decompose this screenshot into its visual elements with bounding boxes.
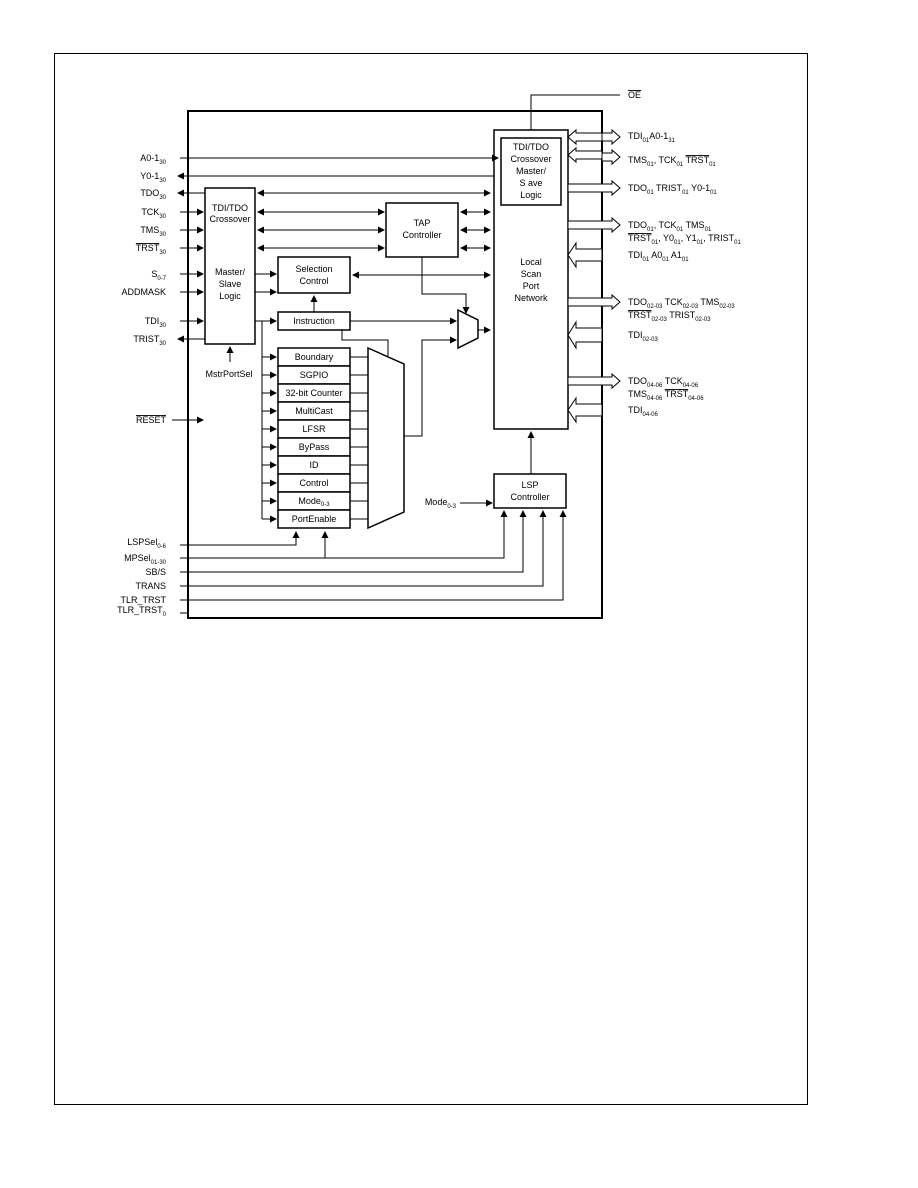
label-right-7: TDI02-03 [628,330,659,343]
page-frame [54,53,808,1105]
instruction-label: Instruction [293,316,335,326]
instruction-register-block: Instruction [277,311,351,331]
label-trist: TRIST30 [133,334,166,347]
label-lspsel: LSPSel0-6 [127,537,166,550]
crossover-right-line-1: TDI/TDO [513,142,549,152]
register-sgpio: SGPIO [300,370,329,380]
register-stack: Boundary SGPIO 32-bit Counter MultiCast … [277,347,351,529]
label-y0-1: Y0-130 [140,171,166,184]
label-right-9: TDI04-06 [628,405,659,418]
tap-controller-block: TAP Controller [385,202,459,258]
register-bypass: ByPass [299,442,330,452]
label-reset: RESET [136,415,167,425]
tdo-select-mux [457,308,479,350]
label-tlr-trst0: TLR_TRST0 [117,605,167,618]
register-boundary: Boundary [295,352,334,362]
crossover-right-line-4: S ave [519,178,542,188]
wiring [172,94,620,614]
left-signal-labels: A0-130 Y0-130 TDO30 TCK30 TMS30 TRST30 S… [117,153,457,618]
label-s0-7: S0-7 [151,269,166,282]
register-portenable: PortEnable [292,514,337,524]
crossover-left-line-1: TDI/TDO [212,203,248,213]
register-id: ID [310,460,320,470]
crossover-master-slave-left-block: TDI/TDO Crossover Master/ Slave Logic [204,187,256,345]
lsp-controller-block: LSP Controller [493,473,567,509]
label-right-4a: TDO01, TCK01 TMS01 [628,220,712,233]
right-signal-labels: OE TDI01A0-131 TMS01, TCK01 TRST01 TDO01… [628,90,741,418]
crossover-right-line-3: Master/ [516,166,547,176]
tap-line-1: TAP [414,218,431,228]
lsp-ctrl-line-2: Controller [510,492,549,502]
label-tck: TCK30 [141,207,166,220]
register-32bit-counter: 32-bit Counter [285,388,342,398]
register-lfsr: LFSR [302,424,326,434]
label-mstrportsel: MstrPortSel [205,369,252,379]
crossover-master-slave-right-block: TDI/TDO Crossover Master/ S ave Logic [500,137,562,206]
label-trst: TRST30 [136,243,167,256]
label-mode-input: Mode0-3 [425,497,457,510]
label-tdi: TDI30 [145,316,167,329]
label-right-6a: TDO02-03 TCK02-03 TMS02-03 [628,297,735,310]
crossover-left-line-2: Crossover [209,214,250,224]
register-multicast: MultiCast [295,406,333,416]
chip-boundary [187,110,603,619]
register-output-mux [367,346,405,530]
label-tlr-trst: TLR_TRST [120,595,166,605]
label-a0-1: A0-130 [140,153,166,166]
label-right-2: TMS01, TCK01 TRST01 [628,155,716,168]
label-right-5: TDI01 A001 A101 [628,250,689,263]
label-right-8b: TMS04-06 TRST04-06 [628,389,704,402]
lsp-network-line-3: Port [523,281,540,291]
label-trans: TRANS [135,581,166,591]
label-right-1: TDI01A0-131 [628,131,676,144]
selection-control-block: Selection Control [277,256,351,294]
label-sbs: SB/S [145,567,166,577]
label-right-3: TDO01 TRIST01 Y0-101 [628,183,717,196]
label-addmask: ADDMASK [121,287,166,297]
lsp-network-line-4: Network [514,293,548,303]
label-mpsel: MPSel01-30 [124,553,167,566]
label-tdo: TDO30 [140,188,166,201]
label-right-6b: TRST02-03 TRIST02-03 [628,310,711,323]
label-right-4b: TRST01, Y001, Y101, TRIST01 [628,233,741,246]
tap-line-2: Controller [402,230,441,240]
crossover-left-line-4: Master/ [215,267,246,277]
lsp-network-line-1: Local [520,257,542,267]
label-oe: OE [628,90,641,100]
register-mode: Mode0-3 [298,496,330,508]
crossover-left-line-5: Slave [219,279,242,289]
crossover-right-line-5: Logic [520,190,542,200]
label-right-8a: TDO04-06 TCK04-06 [628,376,699,389]
crossover-left-line-6: Logic [219,291,241,301]
lsp-ctrl-line-1: LSP [521,480,538,490]
register-control: Control [299,478,328,488]
lsp-network-line-2: Scan [521,269,542,279]
right-bus-arrows [567,128,621,424]
selection-line-1: Selection [295,264,332,274]
crossover-right-line-2: Crossover [510,154,551,164]
selection-line-2: Control [299,276,328,286]
label-tms: TMS30 [140,225,166,238]
